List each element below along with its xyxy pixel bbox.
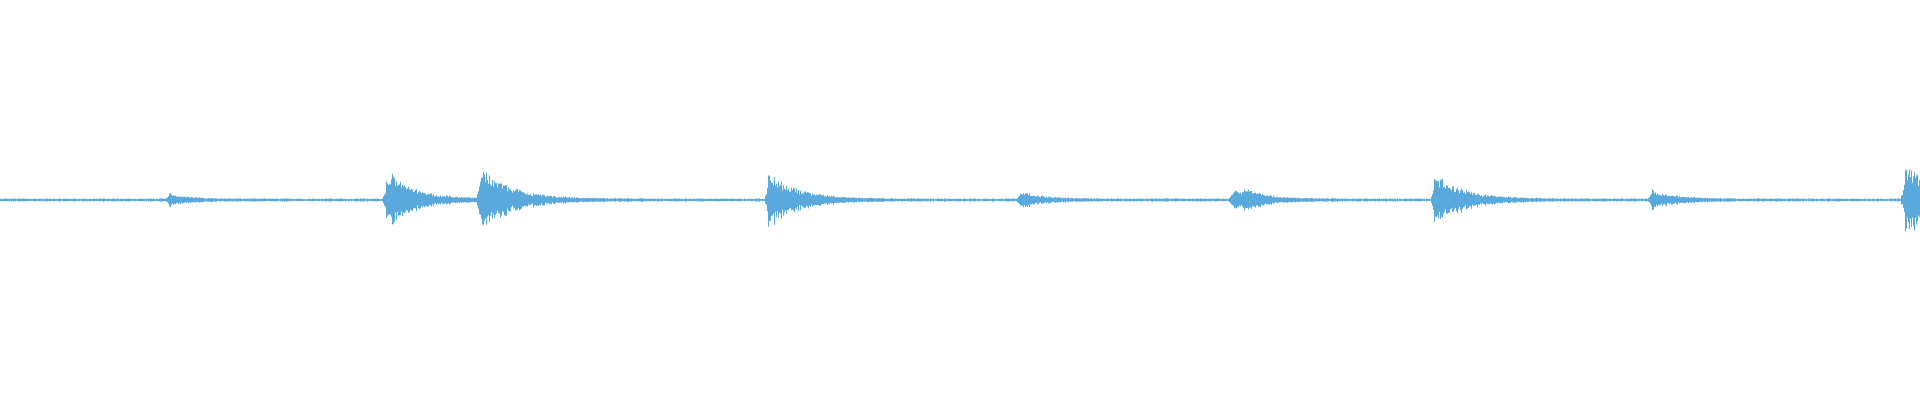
waveform-trace xyxy=(0,169,1920,232)
